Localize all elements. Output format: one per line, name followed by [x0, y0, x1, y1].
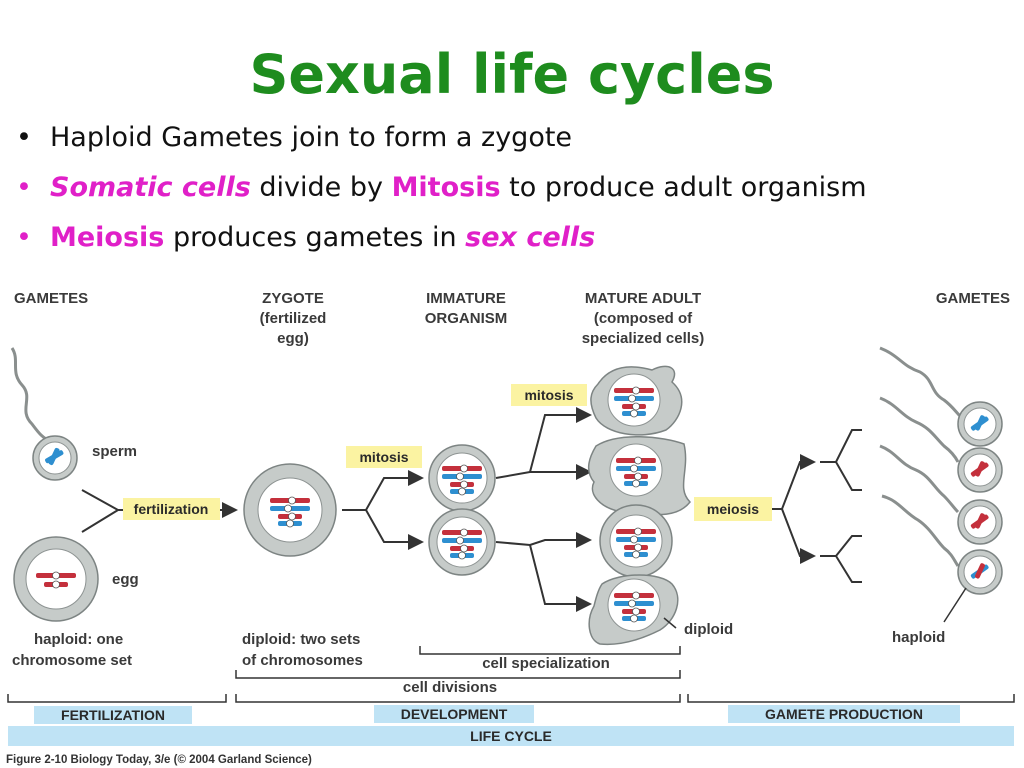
sperm-tail [10, 347, 53, 444]
gamete-sperm-4 [957, 549, 1003, 595]
header-zygote: ZYGOTE [262, 290, 324, 307]
bullet-3: • Meiosis produces gametes in sex cells [16, 220, 867, 270]
label-meiosis: meiosis [707, 501, 759, 517]
header-gametes-left: GAMETES [14, 290, 88, 307]
bullet-2-mid: divide by [250, 172, 392, 203]
life-cycle-bar [8, 726, 1014, 746]
fertilization-box [123, 498, 220, 520]
bullet-1: • Haploid Gametes join to form a zygote [16, 120, 867, 170]
gamete-sperm-3 [957, 499, 1003, 545]
bullet-2-term-mitosis: Mitosis [391, 172, 501, 203]
egg-cell [13, 536, 99, 622]
label-sperm: sperm [92, 443, 137, 460]
label-mitosis-2: mitosis [524, 387, 573, 403]
label-diploid-desc-1: diploid: two sets [242, 631, 360, 648]
label-phase-gamete-production: GAMETE PRODUCTION [765, 706, 923, 722]
label-haploid-desc-1: haploid: one [34, 631, 123, 648]
label-diploid-desc-2: of chromosomes [242, 652, 363, 669]
header-zygote-sub1: (fertilized [260, 310, 327, 327]
bullet-2: • Somatic cells divide by Mitosis to prod… [16, 170, 867, 220]
fertilization-fork [81, 489, 120, 533]
mitosis-box-2 [511, 384, 587, 406]
label-phase-fertilization: FERTILIZATION [61, 707, 165, 723]
immature-cell-1 [429, 445, 495, 511]
label-egg: egg [112, 571, 139, 588]
label-life-cycle: LIFE CYCLE [470, 728, 552, 744]
bullet-3-term-meiosis: Meiosis [50, 222, 165, 253]
label-fertilization: fertilization [134, 501, 209, 517]
slide-title: Sexual life cycles [249, 43, 775, 106]
sperm-cell [32, 435, 78, 481]
bracket-cell-divisions [235, 670, 681, 679]
label-haploid: haploid [892, 629, 945, 646]
header-mature-sub1: (composed of [594, 310, 693, 327]
bullet-dot: • [16, 222, 32, 253]
mitosis-box-1 [346, 446, 422, 468]
bracket-cell-specialization [419, 646, 681, 655]
gamete-sperm-1 [957, 401, 1003, 447]
header-organism: ORGANISM [425, 310, 508, 327]
zygote-cell [243, 463, 337, 557]
phase-development [374, 705, 534, 723]
header-zygote-sub2: egg) [277, 330, 309, 347]
meiosis-box [694, 497, 772, 521]
bullet-3-term-sex-cells: sex cells [465, 222, 596, 253]
bullet-2-tail: to produce adult organism [500, 172, 867, 203]
header-mature-adult: MATURE ADULT [585, 290, 701, 307]
bullet-dot: • [16, 172, 32, 203]
bullet-list: • Haploid Gametes join to form a zygote •… [16, 120, 867, 270]
bullet-1-text: Haploid Gametes join to form a zygote [50, 122, 573, 153]
phase-fertilization [34, 706, 192, 724]
header-immature: IMMATURE [426, 290, 506, 307]
label-mitosis-1: mitosis [359, 449, 408, 465]
immature-cell-2 [429, 509, 495, 575]
figure-caption: Figure 2-10 Biology Today, 3/e (© 2004 G… [6, 754, 312, 766]
bullet-3-mid: produces gametes in [164, 222, 466, 253]
label-haploid-desc-2: chromosome set [12, 652, 132, 669]
label-cell-divisions: cell divisions [403, 679, 497, 696]
phase-gamete-production [728, 705, 960, 723]
label-diploid: diploid [684, 621, 733, 638]
header-mature-sub2: specialized cells) [582, 330, 705, 347]
label-phase-development: DEVELOPMENT [401, 706, 508, 722]
bullet-dot: • [16, 122, 32, 153]
header-gametes-right: GAMETES [936, 290, 1010, 307]
label-cell-specialization: cell specialization [482, 655, 610, 672]
bullet-2-term-somatic: Somatic cells [50, 172, 251, 203]
gamete-sperm-2 [957, 447, 1003, 493]
